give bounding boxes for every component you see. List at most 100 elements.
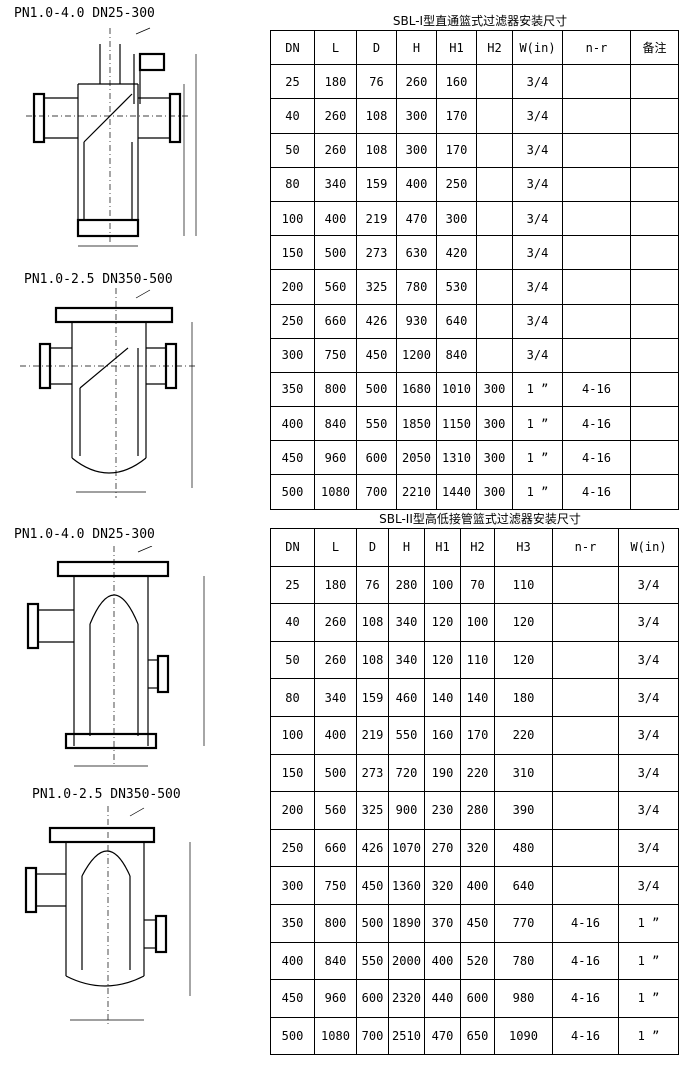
table-cell xyxy=(476,269,513,305)
table-cell: 2050 xyxy=(396,440,437,476)
table-cell: 3/4 xyxy=(618,603,679,642)
table-cell: 50 xyxy=(270,640,315,680)
table-cell: 350 xyxy=(270,903,315,943)
table-cell: 3/4 xyxy=(618,791,679,830)
table-cell xyxy=(562,132,631,168)
strainer-drawing-3 xyxy=(26,546,205,767)
table-cell: 600 xyxy=(356,440,397,476)
table-cell: 630 xyxy=(396,235,437,271)
table-cell: 426 xyxy=(356,828,389,868)
table-cell: 2210 xyxy=(396,474,437,510)
table-cell: 1200 xyxy=(396,337,437,373)
table-cell: 1360 xyxy=(388,866,425,905)
table-cell: 1440 xyxy=(436,474,477,510)
column-header: 备注 xyxy=(630,29,679,66)
table-cell: 840 xyxy=(314,941,357,981)
table-cell: 470 xyxy=(396,200,437,237)
table-cell: 500 xyxy=(270,1016,315,1056)
table-cell: 960 xyxy=(314,440,357,476)
table-cell: 80 xyxy=(270,166,315,202)
column-header: H2 xyxy=(476,29,513,66)
table-cell: 110 xyxy=(460,640,495,680)
table2-title: SBL-II型高低接管篮式过滤器安装尺寸 xyxy=(379,512,581,526)
table-cell xyxy=(552,565,619,605)
table-cell: 3/4 xyxy=(618,866,679,905)
table-cell: 3/4 xyxy=(512,269,563,305)
table-cell xyxy=(630,303,679,339)
table-cell: 400 xyxy=(460,866,495,905)
table-cell xyxy=(630,371,679,408)
table-cell: 108 xyxy=(356,640,389,680)
table-cell: 270 xyxy=(424,828,461,868)
table-cell: 300 xyxy=(476,440,513,476)
table-cell: 4-16 xyxy=(562,371,631,408)
column-header: D xyxy=(356,29,397,66)
strainer-drawing-2 xyxy=(20,288,196,498)
table-cell: 700 xyxy=(356,474,397,510)
table-cell: 350 xyxy=(270,371,315,408)
table-cell: 2320 xyxy=(388,979,425,1018)
table-cell: 660 xyxy=(314,828,357,868)
table-cell xyxy=(630,235,679,271)
table-cell: 750 xyxy=(314,337,357,373)
table-cell: 200 xyxy=(270,269,315,305)
table-cell: 40 xyxy=(270,98,315,134)
table-cell: 260 xyxy=(396,64,437,100)
table-cell: 300 xyxy=(476,406,513,442)
table-cell xyxy=(552,753,619,793)
table-cell: 3/4 xyxy=(512,98,563,134)
table-cell: 230 xyxy=(424,791,461,830)
table-cell: 550 xyxy=(356,406,397,442)
column-header: H3 xyxy=(494,528,553,567)
column-header: W(in) xyxy=(618,528,679,567)
table-cell xyxy=(552,678,619,717)
table-cell: 300 xyxy=(476,474,513,510)
table-cell: 108 xyxy=(356,98,397,134)
table-cell: 76 xyxy=(356,565,389,605)
table-cell: 1080 xyxy=(314,1016,357,1056)
table-cell: 260 xyxy=(314,640,357,680)
table-cell: 1090 xyxy=(494,1016,553,1056)
table-cell: 340 xyxy=(314,166,357,202)
table-cell xyxy=(476,98,513,134)
table-cell: 500 xyxy=(356,903,389,943)
table-cell: 180 xyxy=(314,565,357,605)
table-cell xyxy=(630,440,679,476)
table-cell: 100 xyxy=(460,603,495,642)
table-cell: 1 ” xyxy=(512,474,563,510)
table-cell: 2510 xyxy=(388,1016,425,1056)
table-cell: 4-16 xyxy=(562,440,631,476)
table-cell: 780 xyxy=(396,269,437,305)
table-cell: 180 xyxy=(314,64,357,100)
table-cell: 450 xyxy=(270,979,315,1018)
table-cell: 440 xyxy=(424,979,461,1018)
table-cell: 3/4 xyxy=(512,132,563,168)
table-cell: 310 xyxy=(494,753,553,793)
table-cell: 108 xyxy=(356,603,389,642)
table-cell: 110 xyxy=(494,565,553,605)
table-cell: 4-16 xyxy=(562,474,631,510)
table-cell xyxy=(630,166,679,202)
column-header: n-r xyxy=(562,29,631,66)
table-cell: 400 xyxy=(396,166,437,202)
table-cell: 700 xyxy=(356,1016,389,1056)
table-cell: 340 xyxy=(388,640,425,680)
table-cell: 70 xyxy=(460,565,495,605)
table-cell xyxy=(476,166,513,202)
table-cell: 160 xyxy=(436,64,477,100)
table-cell xyxy=(552,640,619,680)
table-cell: 4-16 xyxy=(552,941,619,981)
table-cell: 250 xyxy=(436,166,477,202)
table-cell: 720 xyxy=(388,753,425,793)
